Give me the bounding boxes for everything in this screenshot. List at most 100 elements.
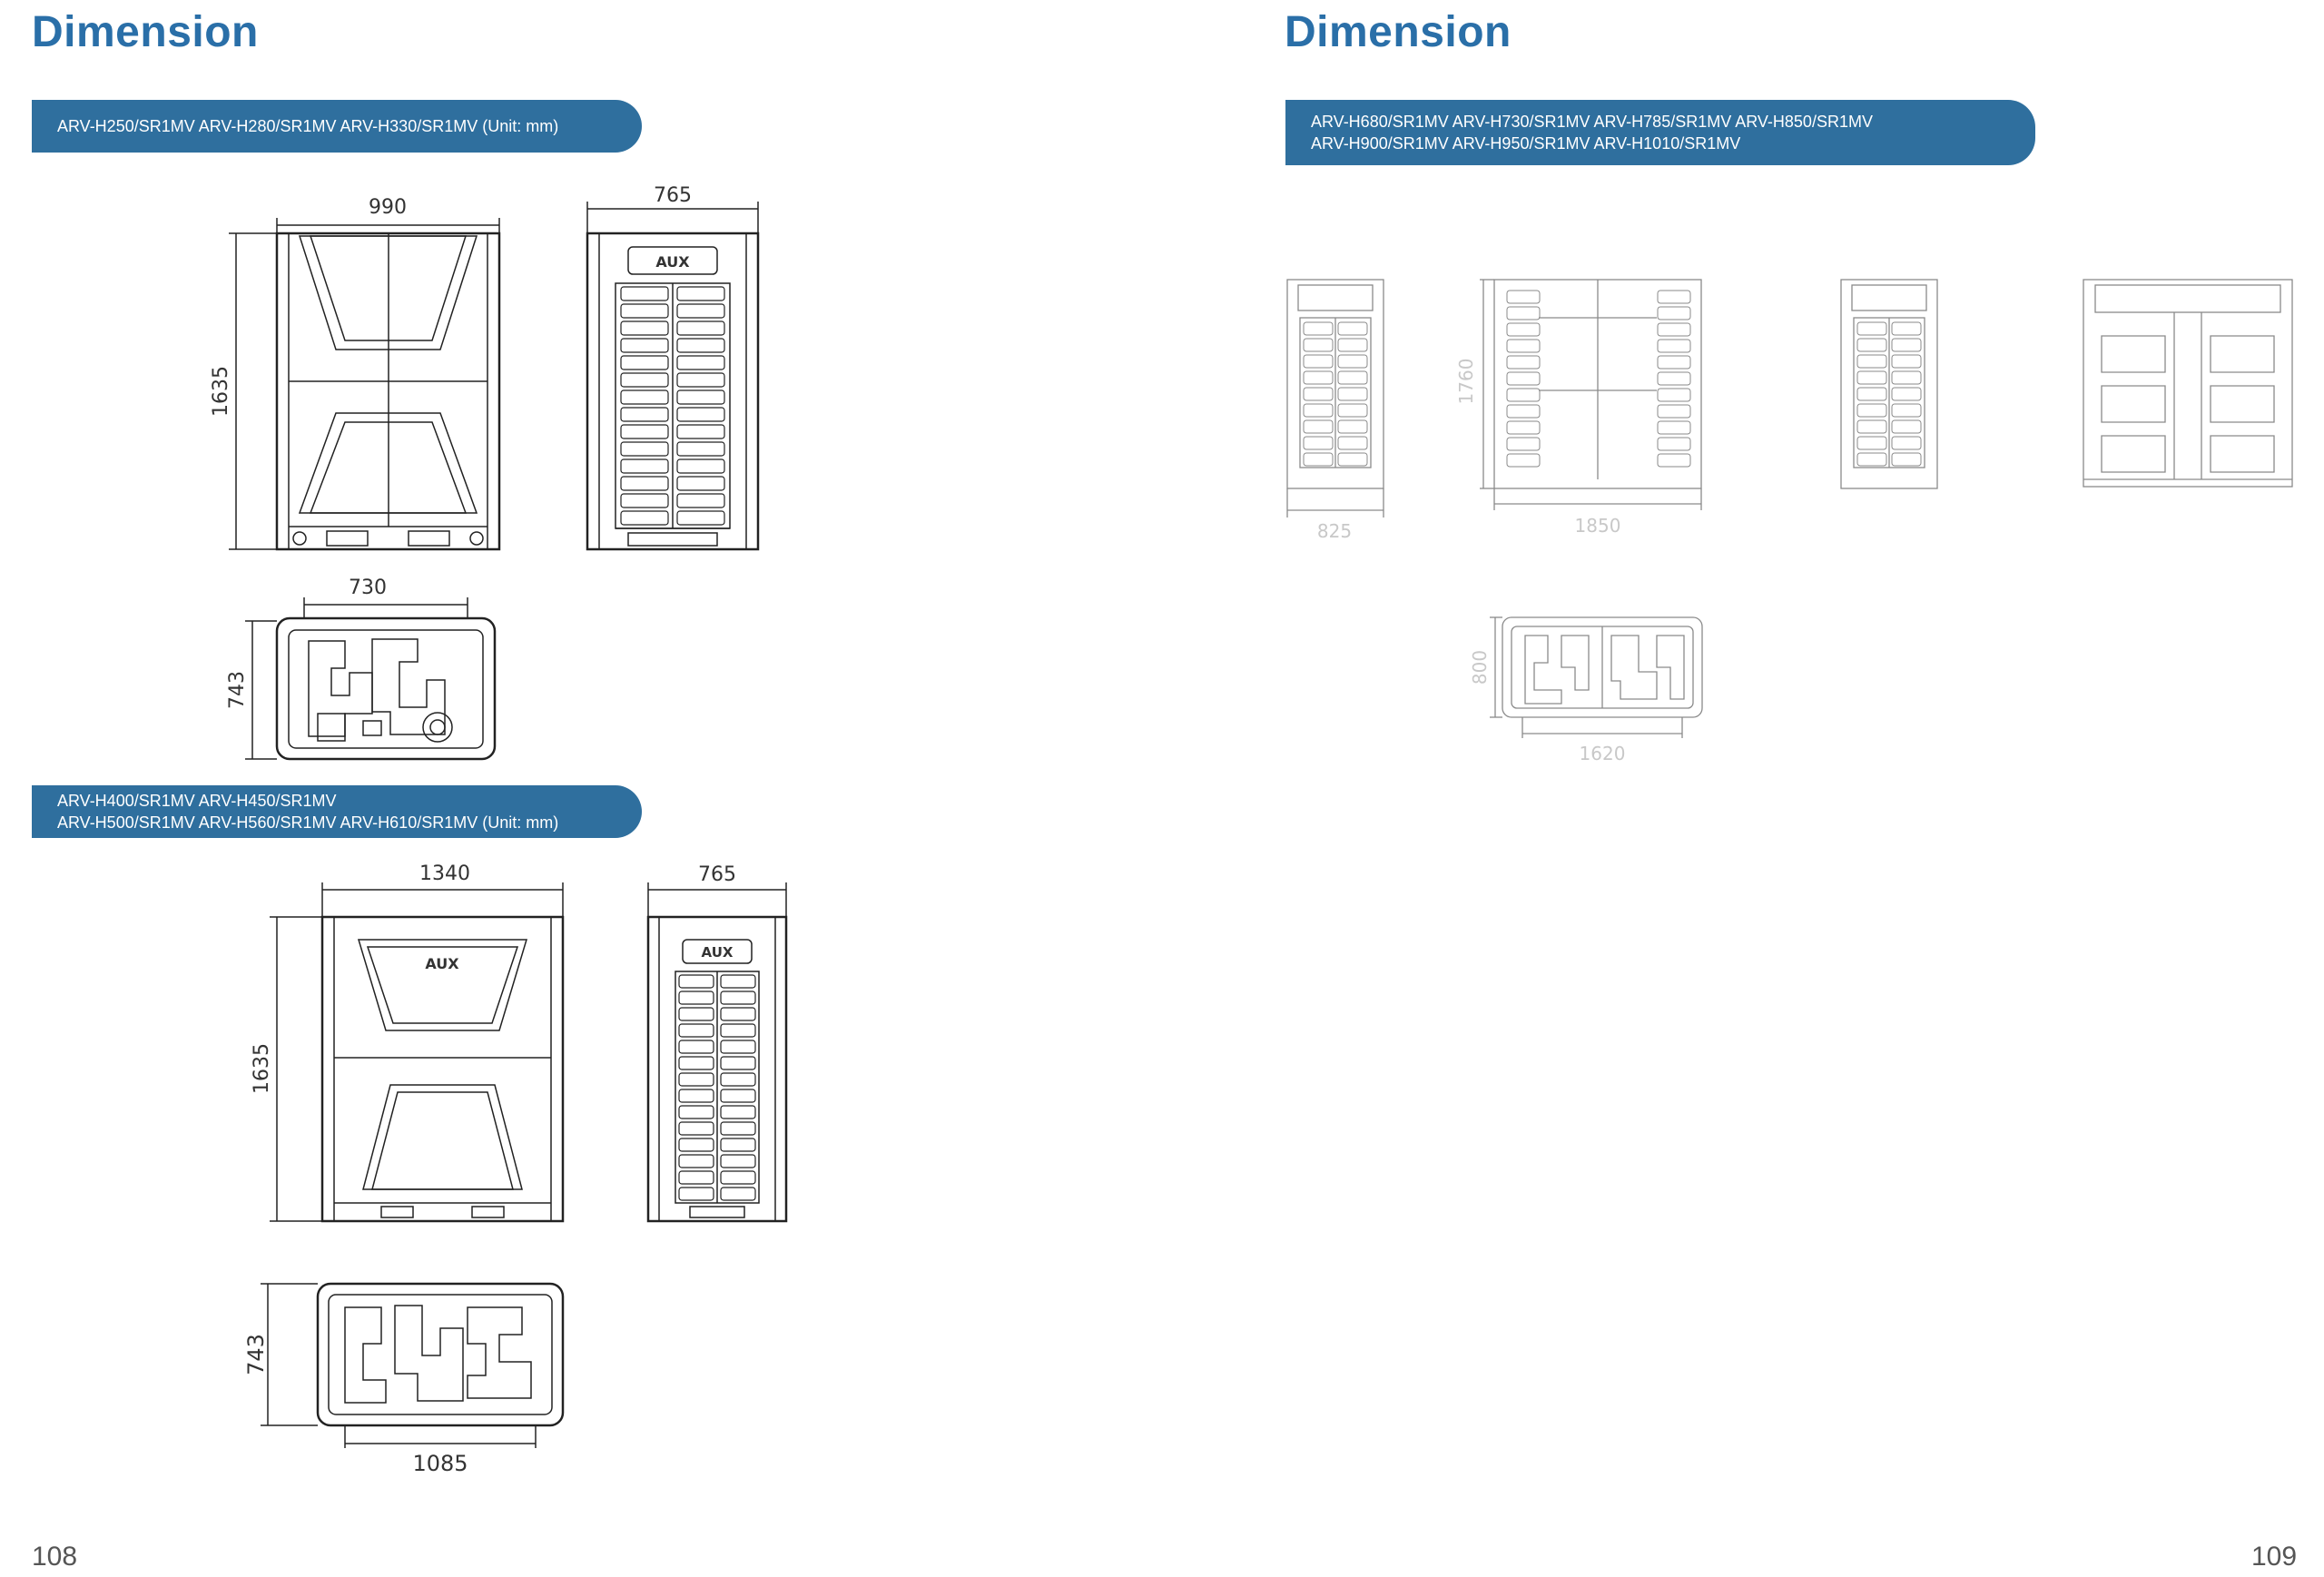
top-depth-label: 743 xyxy=(243,1334,269,1375)
top-depth-label: 800 xyxy=(1469,650,1491,685)
grille-cell xyxy=(720,1170,756,1185)
grille-cell xyxy=(1657,388,1691,402)
grille-cell xyxy=(678,1007,714,1021)
grille-cell xyxy=(676,338,725,353)
right-page: Dimension ARV-H680/SR1MV ARV-H730/SR1MV … xyxy=(1162,0,2324,1577)
grille-cell xyxy=(1303,452,1334,467)
rear-view-drawing xyxy=(2083,279,2293,488)
grille-cell xyxy=(1856,321,1887,336)
grille-cell xyxy=(620,303,669,319)
grille-cell xyxy=(1856,338,1887,352)
grille-cell xyxy=(1856,387,1887,401)
grille-cell xyxy=(1337,387,1368,401)
grille-cell xyxy=(1891,403,1922,418)
grille-cell xyxy=(1506,404,1541,419)
grille-cell xyxy=(1657,371,1691,386)
front-height-label: 1635 xyxy=(210,366,232,417)
grille-cell xyxy=(1337,321,1368,336)
grille-cell xyxy=(620,458,669,474)
top-view-drawing-1: 730 743 xyxy=(226,577,497,761)
grille-cell xyxy=(620,510,669,526)
grille-cell xyxy=(1657,437,1691,451)
grille-cell xyxy=(676,355,725,370)
grille-cell xyxy=(676,441,725,457)
grille-cell xyxy=(620,286,669,301)
side-width-label: 825 xyxy=(1317,520,1352,542)
grille-cell xyxy=(1856,436,1887,450)
front-width-label: 1340 xyxy=(419,862,470,885)
grille-cell xyxy=(676,389,725,405)
grille-cell xyxy=(620,441,669,457)
grille-cell xyxy=(1337,403,1368,418)
grille-cell xyxy=(1506,355,1541,370)
left-page: Dimension ARV-H250/SR1MV ARV-H280/SR1MV … xyxy=(32,8,788,1572)
grille-cell xyxy=(1657,290,1691,304)
side-view-drawing-3: 825 xyxy=(1286,279,1384,542)
grille-cell xyxy=(676,303,725,319)
model-band-line: ARV-H900/SR1MV ARV-H950/SR1MV ARV-H1010/… xyxy=(1311,134,1741,153)
grille-cell xyxy=(678,1056,714,1070)
grille-cell xyxy=(676,458,725,474)
model-band-line: ARV-H680/SR1MV ARV-H730/SR1MV ARV-H785/S… xyxy=(1311,113,1873,131)
grille-cell xyxy=(1657,355,1691,370)
grille-cell xyxy=(620,476,669,491)
side-view-drawing-1: AUX 765 xyxy=(586,184,760,551)
top-width-label: 1620 xyxy=(1580,743,1626,764)
grille-cell xyxy=(676,493,725,508)
grille-cell xyxy=(678,1089,714,1103)
grille-cell xyxy=(678,1170,714,1185)
grille-cell xyxy=(1337,370,1368,385)
grille-cell xyxy=(620,372,669,388)
page-number: 108 xyxy=(32,1542,78,1572)
front-width-label: 1850 xyxy=(1575,515,1621,537)
grille-cell xyxy=(1337,354,1368,369)
grille-cell xyxy=(678,1121,714,1136)
grille-cell xyxy=(1856,354,1887,369)
grille-cell xyxy=(620,320,669,336)
grille-cell xyxy=(1891,370,1922,385)
grille-cell xyxy=(1891,338,1922,352)
grille-cell xyxy=(1506,453,1541,468)
front-height-label: 1635 xyxy=(251,1043,273,1094)
grille-cell xyxy=(1657,420,1691,435)
grille-cell xyxy=(620,493,669,508)
grille-cell xyxy=(720,1023,756,1038)
grille-cell xyxy=(678,1072,714,1087)
grille-cell xyxy=(720,991,756,1005)
grille-cell xyxy=(620,389,669,405)
page-number: 109 xyxy=(2251,1542,2298,1572)
top-width-label: 1085 xyxy=(412,1451,468,1476)
grille-cell xyxy=(720,974,756,989)
grille-cell xyxy=(1657,404,1691,419)
grille-cell xyxy=(720,1007,756,1021)
grille-cell xyxy=(620,424,669,439)
grille-cell xyxy=(1303,436,1334,450)
grille-cell xyxy=(720,1138,756,1152)
page-title: Dimension xyxy=(32,8,259,56)
grille-cell xyxy=(720,1105,756,1119)
top-view-drawing-2: 743 1085 xyxy=(243,1282,565,1476)
front-view-drawing-1: 990 1635 xyxy=(210,196,501,551)
grille-cell xyxy=(678,1187,714,1201)
grille-cell xyxy=(1506,306,1541,320)
grille-cell xyxy=(1303,403,1334,418)
grille-cell xyxy=(678,1040,714,1054)
grille-cell xyxy=(678,1105,714,1119)
grille-cell xyxy=(1337,419,1368,434)
grille-cell xyxy=(720,1121,756,1136)
grille-cell xyxy=(720,1072,756,1087)
grille-cell xyxy=(1891,321,1922,336)
grille-cell xyxy=(1891,354,1922,369)
grille-cell xyxy=(678,974,714,989)
grille-cell xyxy=(1856,370,1887,385)
grille-cell xyxy=(1303,419,1334,434)
grille-cell xyxy=(1506,437,1541,451)
grille-cell xyxy=(1337,452,1368,467)
top-width-label: 730 xyxy=(349,577,387,599)
grille-cell xyxy=(1303,354,1334,369)
aux-logo: AUX xyxy=(702,944,734,961)
grille-cell xyxy=(1303,338,1334,352)
grille-cell xyxy=(620,407,669,422)
grille-cell xyxy=(678,1023,714,1038)
grille-cell xyxy=(1506,339,1541,353)
